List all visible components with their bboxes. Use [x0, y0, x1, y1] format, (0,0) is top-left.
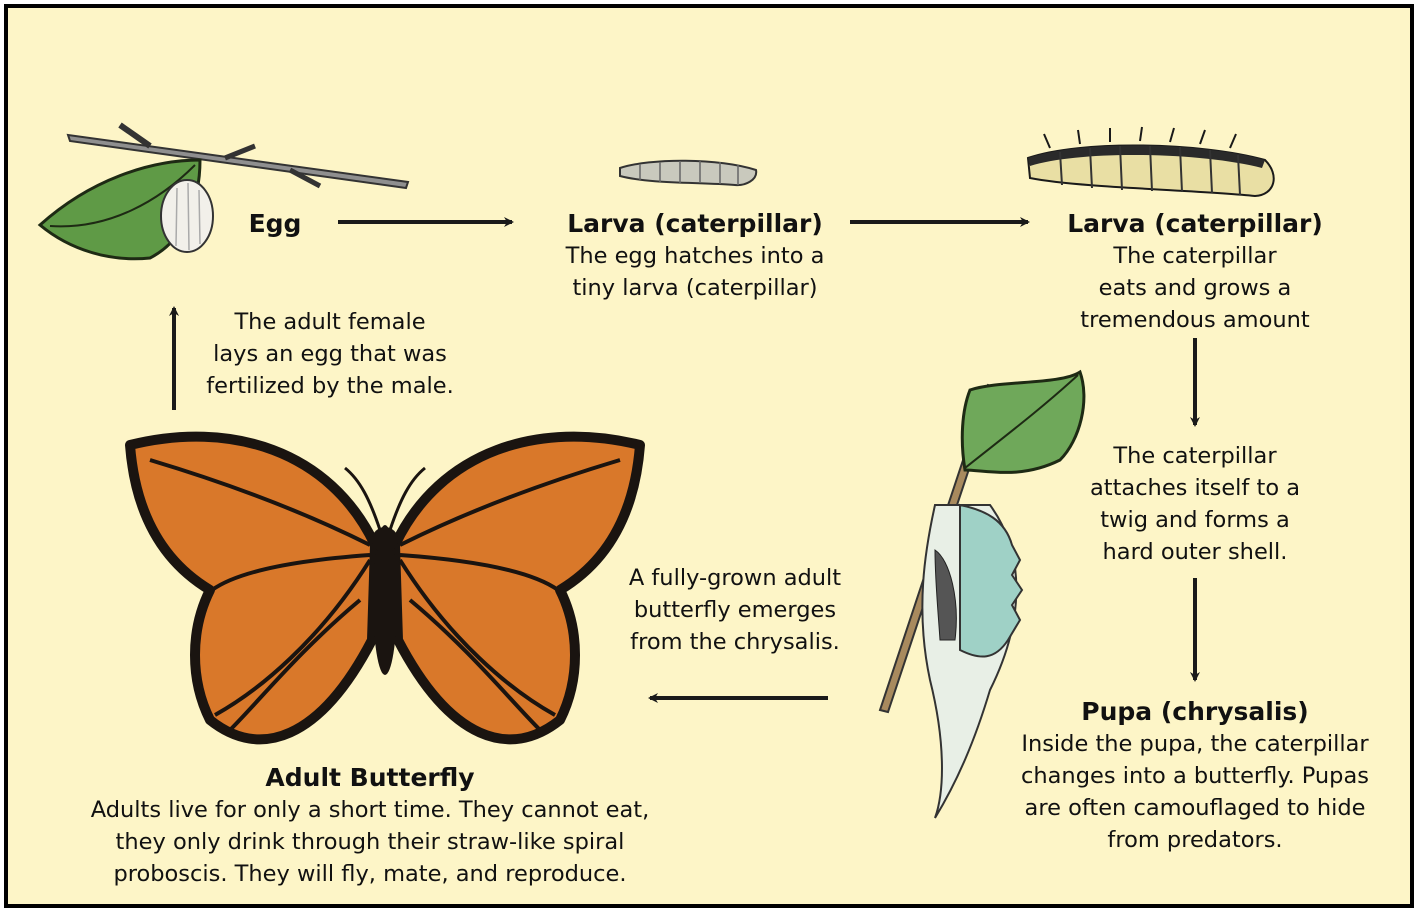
- larva-small-title: Larva (caterpillar): [540, 208, 850, 240]
- egg-title: Egg: [230, 208, 320, 240]
- larva-large-title: Larva (caterpillar): [1040, 208, 1350, 240]
- larva-small-description: The egg hatches into a tiny larva (cater…: [530, 240, 860, 304]
- transition-attach: The caterpillar attaches itself to a twi…: [1060, 440, 1330, 568]
- pupa-title: Pupa (chrysalis): [1040, 696, 1350, 728]
- butterfly-illustration: [130, 437, 640, 740]
- transition-lay-egg: The adult female lays an egg that was fe…: [180, 306, 480, 402]
- larva-large-description: The caterpillar eats and grows a tremend…: [1040, 240, 1350, 336]
- adult-title: Adult Butterfly: [200, 762, 540, 794]
- transition-emerge: A fully-grown adult butterfly emerges fr…: [600, 562, 870, 658]
- small-caterpillar-illustration: [620, 161, 756, 185]
- adult-description: Adults live for only a short time. They …: [40, 794, 700, 890]
- large-caterpillar-illustration: [1028, 127, 1274, 196]
- egg-illustration: [40, 125, 408, 259]
- pupa-description: Inside the pupa, the caterpillar changes…: [990, 728, 1400, 856]
